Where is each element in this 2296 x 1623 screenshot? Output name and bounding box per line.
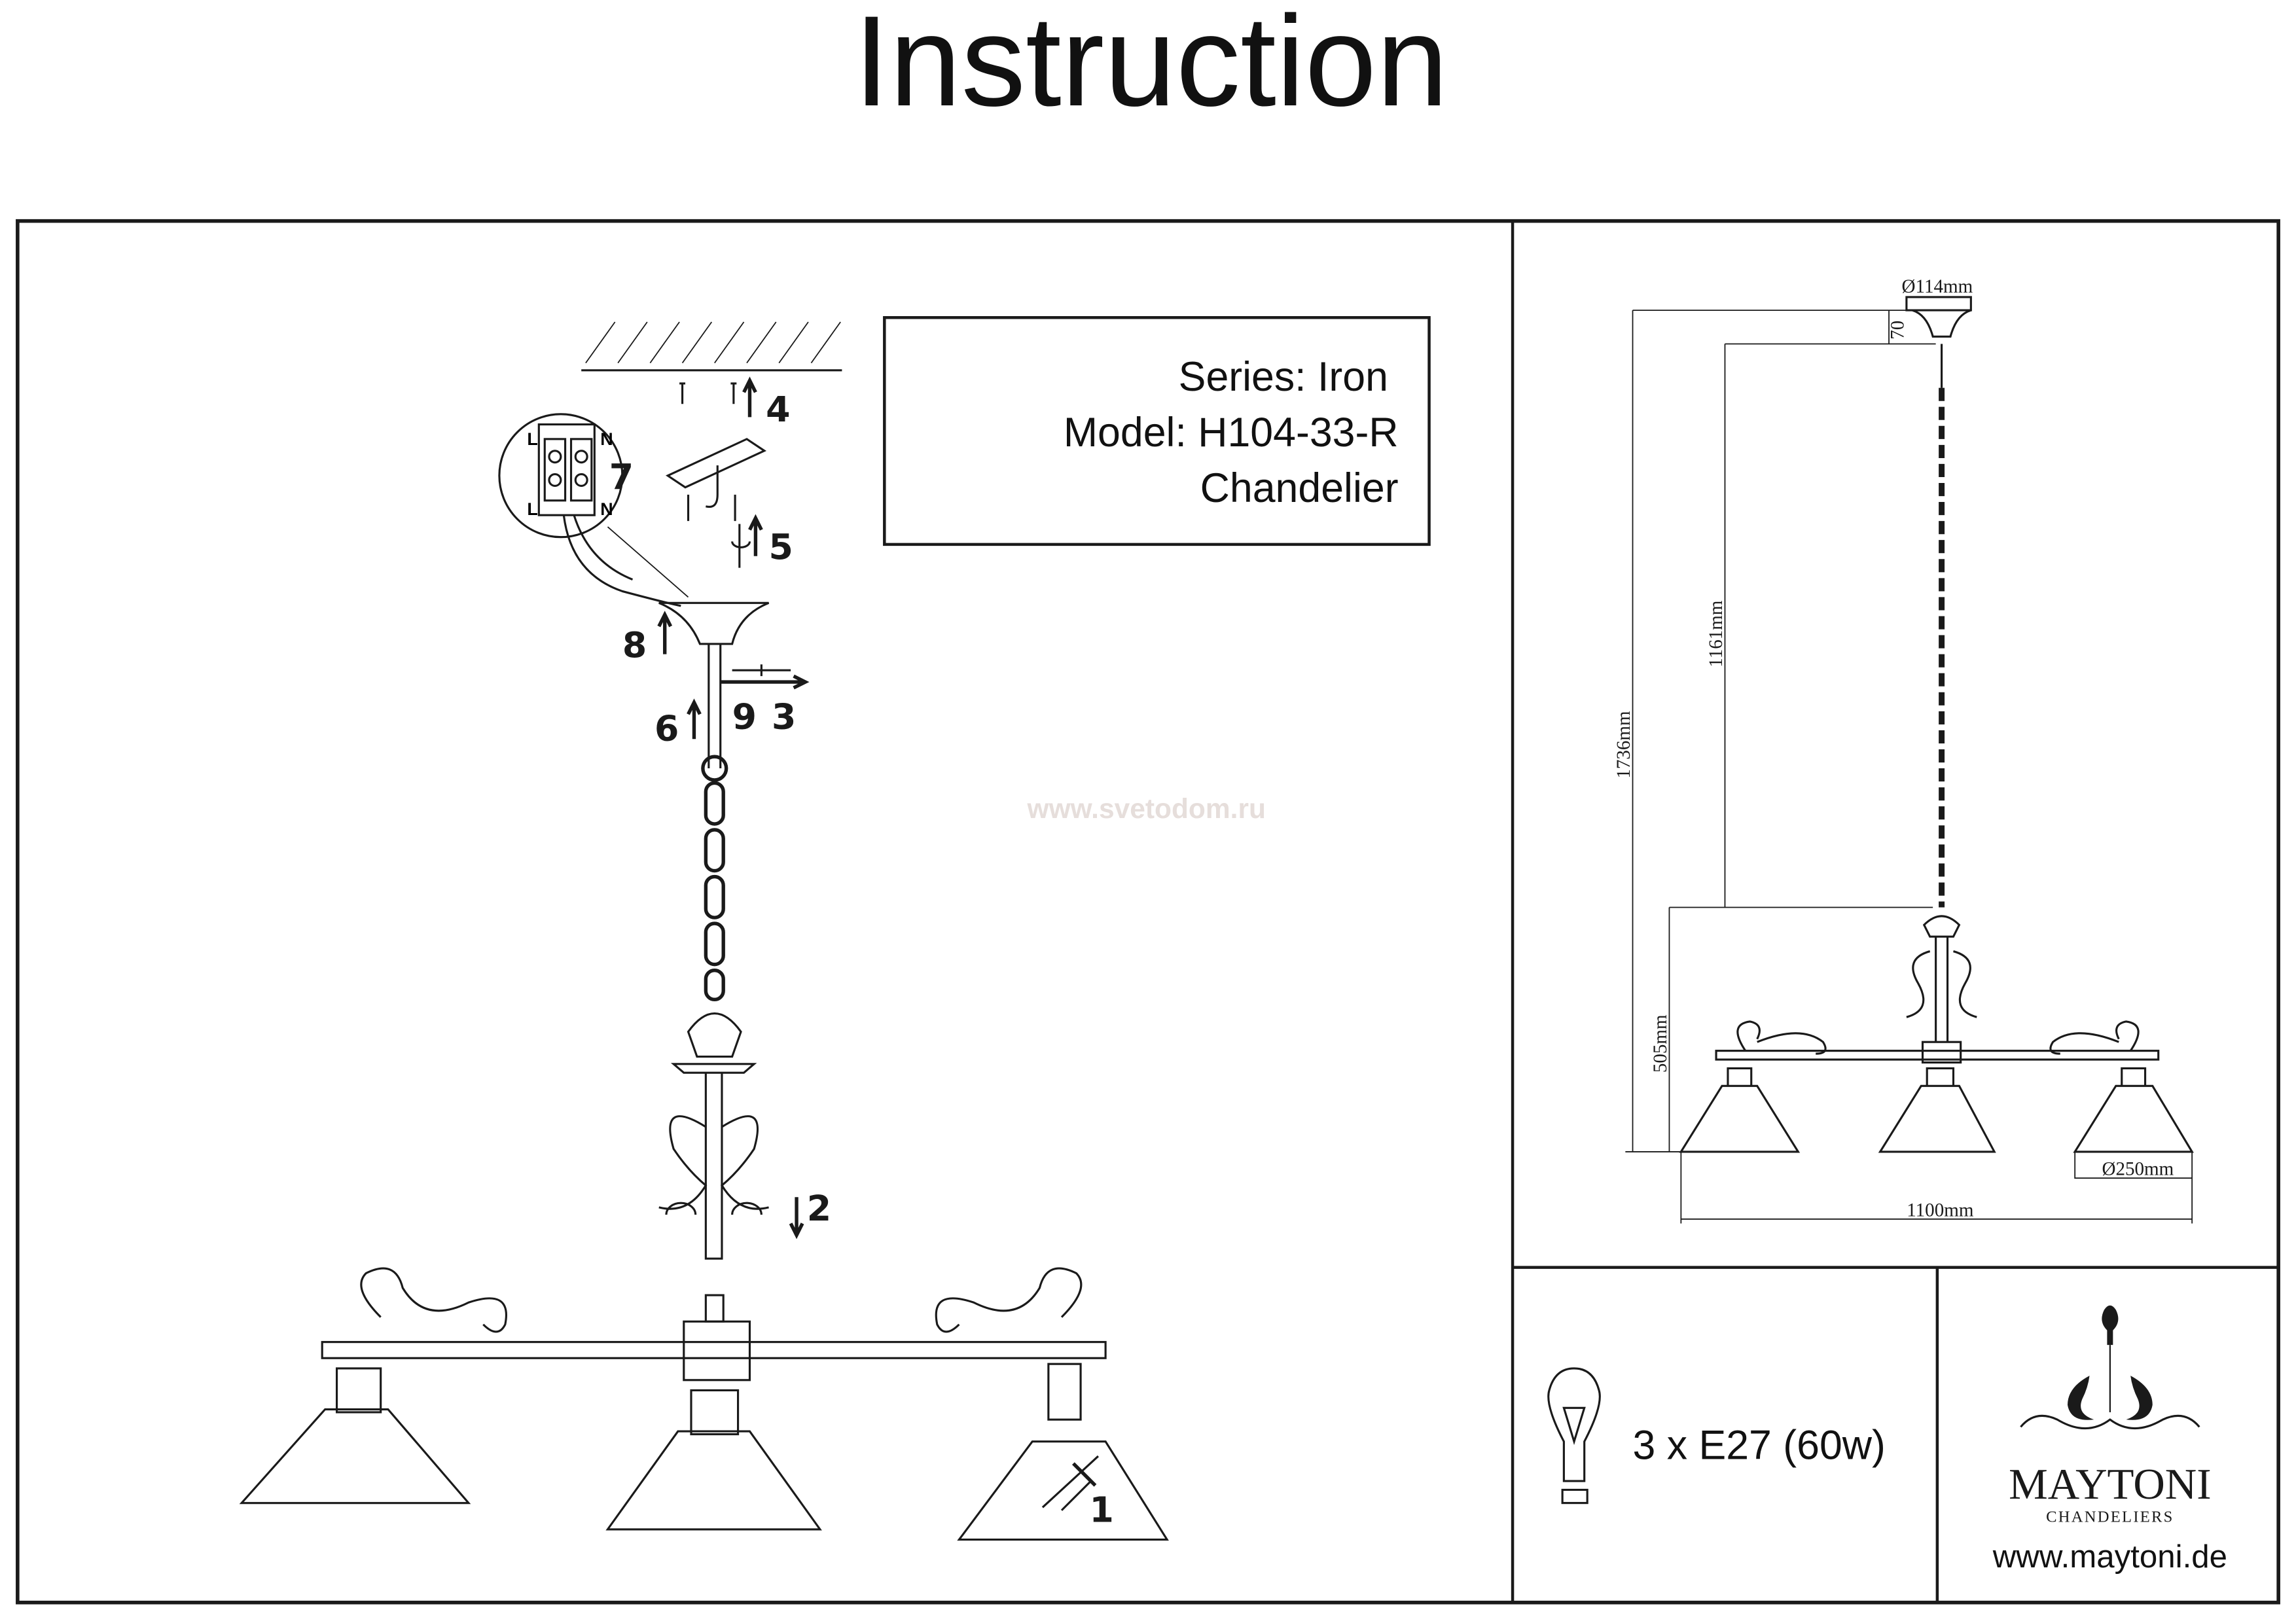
mounting-bracket-icon xyxy=(665,438,767,508)
step-2-label: 2 xyxy=(807,1188,831,1229)
total-height-label: 1736mm xyxy=(1613,711,1634,779)
lamp-shade-icon xyxy=(957,1363,1169,1541)
wire-label-n: N xyxy=(600,499,613,519)
info-box: Series: Iron Model: H104-33-R Chandelier xyxy=(883,316,1431,546)
canopy-height-label: 70 xyxy=(1887,321,1908,340)
chain-icon xyxy=(701,755,728,1002)
light-bulb-icon xyxy=(1547,1367,1601,1505)
arm-bar xyxy=(1715,1050,2160,1061)
wiring-detail: L N L N xyxy=(498,413,689,607)
assembly-drawing: L N L N xyxy=(239,321,1169,1541)
step-5-label: 5 xyxy=(769,526,793,567)
lamp-shade-icon xyxy=(605,1389,822,1531)
screw-icon xyxy=(732,664,791,677)
website-link[interactable]: www.maytoni.de xyxy=(1992,1539,2227,1575)
width-label: 1100mm xyxy=(1907,1200,1974,1221)
wire-label-l: L xyxy=(527,429,537,449)
arm-bar xyxy=(321,1341,1107,1359)
step-9-label: 9 xyxy=(732,696,757,738)
chain-length-label: 1161mm xyxy=(1706,600,1727,668)
screwdriver-icon xyxy=(731,524,751,568)
body-height-label: 505mm xyxy=(1650,1014,1671,1073)
brand-tagline: CHANDELIERS xyxy=(2046,1508,2174,1526)
dimension-drawing: Ø114mm 70 1161mm 1736mm 505mm Ø250mm 110… xyxy=(1613,276,2194,1224)
wire-label-l: L xyxy=(527,499,537,519)
page-title: Instruction xyxy=(853,0,1448,133)
step-6-label: 6 xyxy=(655,708,679,749)
lamp-shade-icon xyxy=(239,1367,471,1505)
step-8-label: 8 xyxy=(622,624,647,666)
step-4-label: 4 xyxy=(766,389,790,430)
screw-icon xyxy=(679,382,737,522)
product-type-label: Chandelier xyxy=(1200,465,1399,511)
shade-diameter-label: Ø250mm xyxy=(2102,1159,2174,1180)
step-3-label: 3 xyxy=(772,696,796,738)
step-1-label: 1 xyxy=(1090,1489,1114,1531)
step-7-label: 7 xyxy=(609,456,634,497)
model-label: Model: H104-33-R xyxy=(1064,410,1399,455)
frame xyxy=(16,219,2280,1605)
brand-name: MAYTONI xyxy=(2009,1459,2212,1508)
ceiling-icon xyxy=(581,321,842,372)
canopy-diameter-label: Ø114mm xyxy=(1902,276,1973,297)
maytoni-logo: MAYTONI CHANDELIERS xyxy=(2009,1305,2212,1526)
series-label: Series: Iron xyxy=(1179,354,1388,400)
wire-label-n: N xyxy=(600,429,613,449)
canopy-icon xyxy=(658,601,770,645)
watermark: www.svetodom.ru xyxy=(1027,794,1266,825)
bulb-spec: 3 x E27 (60w) xyxy=(1633,1423,1886,1469)
